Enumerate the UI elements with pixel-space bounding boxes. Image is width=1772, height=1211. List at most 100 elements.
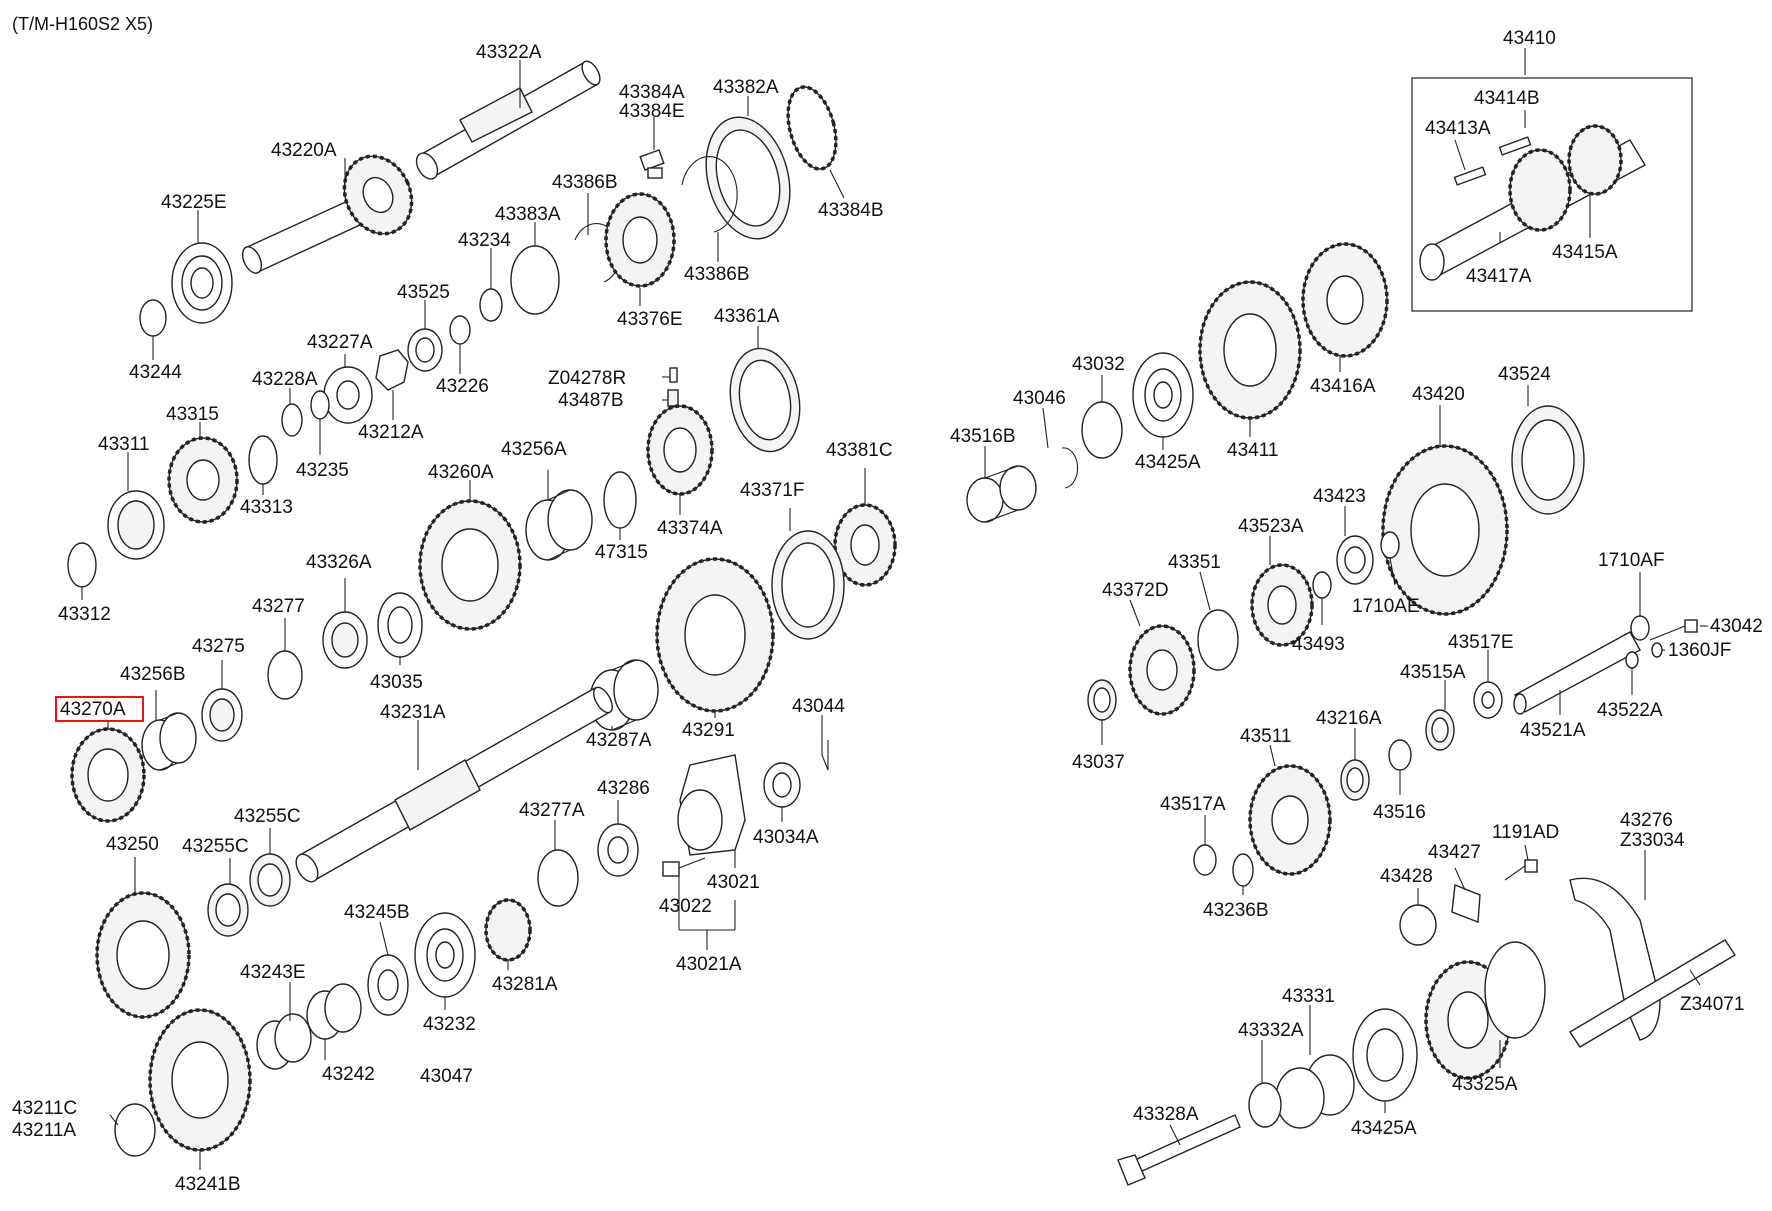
part-43291-gear[interactable]	[655, 557, 775, 713]
part-43493-ring[interactable]	[1312, 571, 1332, 599]
part-43231A-mainshaft[interactable]	[292, 684, 616, 885]
part-43276-shift-fork[interactable]	[1569, 877, 1736, 1048]
label-43044[interactable]: 43044	[792, 696, 845, 717]
part-43242-sleeve[interactable]	[306, 983, 362, 1040]
label-43416A[interactable]: 43416A	[1310, 376, 1376, 397]
label-43256A[interactable]: 43256A	[501, 439, 567, 460]
part-43226-ring[interactable]	[449, 315, 471, 345]
label-43311[interactable]: 43311	[98, 434, 149, 455]
part-43522A-washer[interactable]	[1625, 651, 1639, 669]
label-43242[interactable]: 43242	[322, 1064, 375, 1085]
label-43035[interactable]: 43035	[370, 672, 423, 693]
part-43277-ring[interactable]	[267, 650, 303, 700]
label-43384B[interactable]: 43384B	[818, 200, 884, 221]
label-43383A[interactable]: 43383A	[495, 204, 561, 225]
label-43487B[interactable]: 43487B	[558, 390, 624, 411]
part-43313-ring[interactable]	[248, 435, 278, 485]
part-43211A-ring[interactable]	[114, 1103, 156, 1157]
label-43493[interactable]: 43493	[1292, 634, 1345, 655]
part-43384B-ring[interactable]	[780, 82, 844, 175]
label-43315[interactable]: 43315	[166, 404, 219, 425]
label-43515A[interactable]: 43515A	[1400, 662, 1466, 683]
part-1360JF-washer[interactable]	[1651, 642, 1663, 658]
part-43037-needle-bearing[interactable]	[1087, 679, 1117, 721]
part-43425A-bearing-top[interactable]	[1132, 352, 1194, 438]
part-43243E-sleeve[interactable]	[256, 1013, 312, 1070]
part-43032-washer[interactable]	[1081, 401, 1123, 459]
part-1191AD-bolt[interactable]	[1504, 859, 1538, 881]
part-43232-bearing[interactable]	[414, 912, 476, 998]
label-43420[interactable]: 43420	[1412, 384, 1465, 405]
part-43035-washer[interactable]	[377, 592, 423, 658]
part-43384A-key[interactable]	[639, 149, 665, 179]
label-43312[interactable]: 43312	[58, 604, 111, 625]
label-43021A[interactable]: 43021A	[676, 954, 742, 975]
label-43256B[interactable]: 43256B	[120, 664, 186, 685]
label-43384E[interactable]: 43384E	[619, 101, 685, 122]
label-43286[interactable]: 43286	[597, 778, 650, 799]
label-43386B-low[interactable]: 43386B	[684, 264, 750, 285]
label-43525[interactable]: 43525	[397, 282, 450, 303]
label-43517A[interactable]: 43517A	[1160, 794, 1226, 815]
label-43231A[interactable]: 43231A	[380, 702, 446, 723]
label-43227A[interactable]: 43227A	[307, 332, 373, 353]
part-43255C-bearing-b[interactable]	[207, 883, 249, 937]
part-43521A-shaft[interactable]	[1513, 631, 1641, 715]
part-43326A-bearing[interactable]	[322, 611, 368, 669]
part-47315-ring[interactable]	[603, 471, 637, 529]
part-43311-needle-bearing[interactable]	[107, 490, 165, 560]
label-43034A[interactable]: 43034A	[753, 827, 819, 848]
part-43410-countershaft-assembly[interactable]	[1419, 124, 1646, 281]
part-43275-needle-bearing[interactable]	[201, 688, 243, 742]
label-43361A[interactable]: 43361A	[714, 306, 780, 327]
part-43260A-gear[interactable]	[418, 499, 522, 631]
part-43376E-hub[interactable]	[604, 192, 676, 288]
label-43232[interactable]: 43232	[423, 1014, 476, 1035]
label-43384A[interactable]: 43384A	[619, 82, 685, 103]
label-1191AD[interactable]: 1191AD	[1492, 822, 1559, 843]
part-43236B-ring[interactable]	[1232, 853, 1254, 887]
part-43225E-bearing[interactable]	[171, 242, 233, 324]
label-43516[interactable]: 43516	[1373, 802, 1426, 823]
label-43326A[interactable]: 43326A	[306, 552, 372, 573]
label-43241B[interactable]: 43241B	[175, 1174, 241, 1195]
part-43235-ring[interactable]	[310, 390, 330, 420]
label-43281A[interactable]: 43281A	[492, 974, 558, 995]
label-43216A[interactable]: 43216A	[1316, 708, 1382, 729]
part-43411-gear[interactable]	[1198, 280, 1302, 420]
label-43225E[interactable]: 43225E	[161, 192, 227, 213]
part-43381C-gear[interactable]	[833, 503, 897, 587]
label-43517E[interactable]: 43517E	[1448, 632, 1514, 653]
part-43425A-bearing-low[interactable]	[1352, 1008, 1418, 1102]
part-43325A-idler-gear[interactable]	[1424, 941, 1546, 1080]
part-43244-snap-ring[interactable]	[139, 299, 167, 337]
label-43046[interactable]: 43046	[1013, 388, 1066, 409]
part-43250-gear[interactable]	[95, 891, 191, 1019]
label-43270A[interactable]: 43270A	[60, 699, 126, 720]
label-43382A[interactable]: 43382A	[713, 77, 779, 98]
part-43220A-drive-gear[interactable]	[239, 145, 424, 276]
part-43361A-sleeve[interactable]	[722, 343, 807, 457]
label-43524[interactable]: 43524	[1498, 364, 1551, 385]
label-43234[interactable]: 43234	[458, 230, 511, 251]
label-43022[interactable]: 43022	[659, 896, 712, 917]
part-43315-gear[interactable]	[167, 436, 239, 524]
part-43241B-gear[interactable]	[148, 1008, 252, 1152]
part-43270A-gear[interactable]	[70, 727, 146, 823]
label-43523A[interactable]: 43523A	[1238, 516, 1304, 537]
part-1710AE-ring[interactable]	[1380, 531, 1400, 559]
part-43034A-bushing[interactable]	[763, 762, 801, 808]
label-43428[interactable]: 43428	[1380, 866, 1433, 887]
label-43032[interactable]: 43032	[1072, 354, 1125, 375]
label-43047[interactable]: 43047	[420, 1066, 473, 1087]
label-43331[interactable]: 43331	[1282, 986, 1335, 1007]
label-43211A[interactable]: 43211A	[12, 1120, 76, 1141]
part-43511-gear[interactable]	[1248, 764, 1332, 876]
part-43227A-hub[interactable]	[323, 366, 373, 424]
part-43256A-sleeve[interactable]	[525, 489, 593, 561]
label-43417A[interactable]: 43417A	[1466, 266, 1532, 287]
part-43256B-sleeve[interactable]	[141, 712, 197, 771]
part-43423-bushing[interactable]	[1336, 535, 1374, 585]
label-43313[interactable]: 43313	[240, 497, 293, 518]
part-43322A-shaft[interactable]	[412, 58, 603, 182]
